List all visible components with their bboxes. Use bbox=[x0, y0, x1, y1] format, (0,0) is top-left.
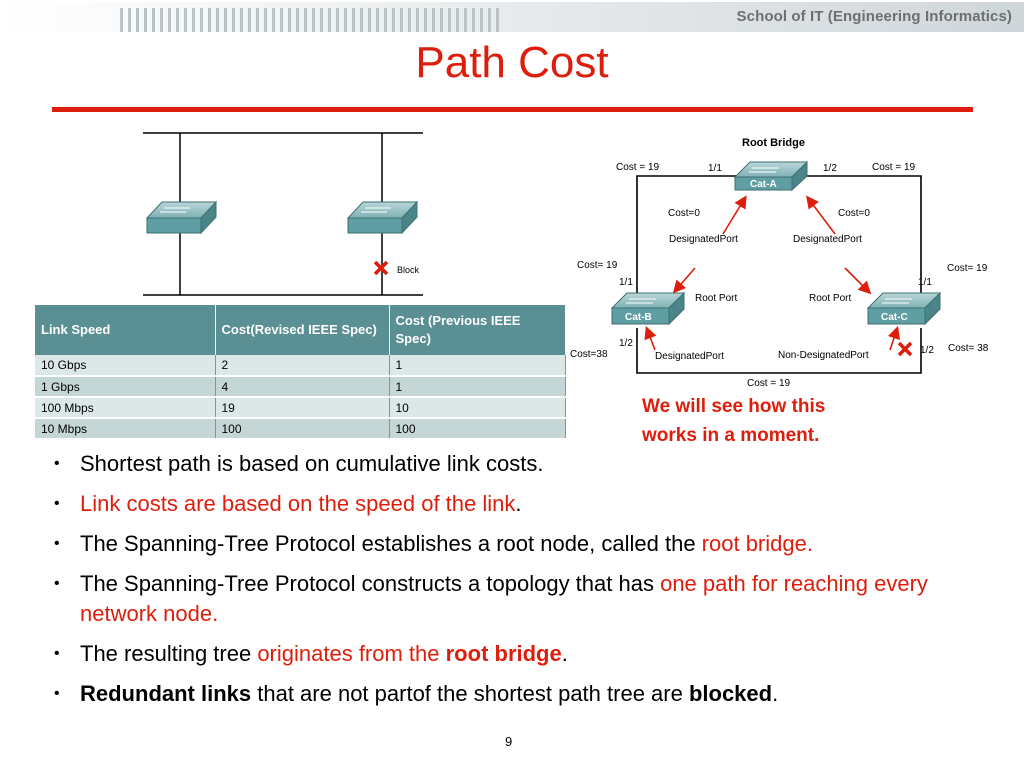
bullet-list: Shortest path is based on cumulative lin… bbox=[54, 449, 1004, 719]
title-underline bbox=[52, 107, 973, 112]
table-row: 10 Gbps 2 1 bbox=[35, 355, 566, 377]
bullet-text: . bbox=[561, 641, 568, 666]
note-line-1: We will see how this bbox=[642, 396, 826, 417]
port-c-top-label: 1/1 bbox=[918, 277, 932, 288]
note-line-2: works in a moment. bbox=[642, 425, 820, 446]
bullet-text: . bbox=[515, 491, 522, 516]
cost38-left-label: Cost=38 bbox=[570, 349, 608, 360]
designated-port-bottom-label: DesignatedPort bbox=[655, 351, 724, 362]
arrow-designated-left bbox=[722, 195, 747, 235]
cell-cost-revised: 2 bbox=[215, 355, 390, 377]
switch-cat-a-label: Cat-A bbox=[750, 179, 777, 190]
cost-b-side-label: Cost= 19 bbox=[577, 260, 618, 271]
bullet-text: The resulting tree bbox=[80, 641, 258, 666]
cost0-right-label: Cost=0 bbox=[838, 208, 870, 219]
switch-cat-c-icon bbox=[866, 291, 942, 326]
column-header-cost-previous: Cost (Previous IEEE Spec) bbox=[389, 305, 566, 355]
blocked-port-x-icon bbox=[373, 260, 389, 276]
bullet-item: The Spanning-Tree Protocol establishes a… bbox=[54, 529, 1004, 559]
bullet-red-text: one path for reaching every network node… bbox=[80, 571, 928, 626]
table-row: 100 Mbps 19 10 bbox=[35, 397, 566, 419]
red-callout-note: We will see how this works in a moment. bbox=[642, 392, 942, 450]
redundant-link-diagram: Block bbox=[143, 132, 423, 296]
cell-cost-previous: 10 bbox=[389, 397, 566, 419]
bullet-text: . bbox=[772, 681, 779, 706]
column-header-cost-revised: Cost(Revised IEEE Spec) bbox=[215, 305, 390, 355]
cost-top-left-label: Cost = 19 bbox=[616, 162, 660, 173]
switch-cat-c-label: Cat-C bbox=[881, 312, 908, 323]
cell-link-speed: 10 Mbps bbox=[35, 418, 216, 440]
arrow-designated-bottom bbox=[644, 326, 657, 351]
cost-c-side-label: Cost= 19 bbox=[947, 263, 988, 274]
cell-cost-revised: 4 bbox=[215, 376, 390, 398]
switch-cat-b-label: Cat-B bbox=[625, 312, 652, 323]
cost-bottom-label: Cost = 19 bbox=[747, 378, 791, 389]
arrow-nondesignated-bottom bbox=[887, 325, 901, 351]
cell-cost-revised: 100 bbox=[215, 418, 390, 440]
header-org-title: School of IT (Engineering Informatics) bbox=[736, 8, 1012, 25]
bullet-item: The Spanning-Tree Protocol constructs a … bbox=[54, 569, 1004, 629]
switch-right-icon bbox=[346, 200, 419, 235]
cell-link-speed: 1 Gbps bbox=[35, 376, 216, 398]
cell-cost-previous: 100 bbox=[389, 418, 566, 440]
bullet-text: The Spanning-Tree Protocol constructs a … bbox=[80, 571, 661, 596]
bullet-text: Shortest path is based on cumulative lin… bbox=[80, 451, 544, 476]
arrow-rootport-b bbox=[672, 267, 696, 294]
arrow-designated-right bbox=[806, 195, 836, 235]
link-cost-table: Link Speed Cost(Revised IEEE Spec) Cost … bbox=[35, 305, 566, 440]
port-a-left-label: 1/1 bbox=[708, 163, 722, 174]
arrow-rootport-c bbox=[844, 267, 872, 295]
bullet-red-text: originates from the bbox=[257, 641, 446, 666]
column-header-link-speed: Link Speed bbox=[35, 305, 216, 355]
table-row: 1 Gbps 4 1 bbox=[35, 376, 566, 398]
bullet-item: Redundant links that are not partof the … bbox=[54, 679, 1004, 709]
bullet-bold-text: blocked bbox=[688, 681, 773, 706]
cell-cost-revised: 19 bbox=[215, 397, 390, 419]
table-row: 10 Mbps 100 100 bbox=[35, 418, 566, 440]
page-title: Path Cost bbox=[415, 38, 609, 87]
switch-left-icon bbox=[145, 200, 218, 235]
cost0-left-label: Cost=0 bbox=[668, 208, 700, 219]
bullet-item: Shortest path is based on cumulative lin… bbox=[54, 449, 1004, 479]
bullet-red-text: root bridge. bbox=[701, 531, 813, 556]
cost38-right-label: Cost= 38 bbox=[948, 343, 989, 354]
bullet-red-text: Link costs are based on the speed of the… bbox=[80, 491, 516, 516]
header-band: School of IT (Engineering Informatics) bbox=[0, 0, 1024, 34]
bullet-red-bold-text: root bridge bbox=[445, 641, 562, 666]
header-stripes bbox=[120, 8, 499, 32]
bullet-bold-text: Redundant links bbox=[80, 681, 252, 706]
cell-cost-previous: 1 bbox=[389, 355, 566, 377]
cell-link-speed: 100 Mbps bbox=[35, 397, 216, 419]
root-bridge-label: Root Bridge bbox=[742, 137, 805, 149]
port-b-bottom-label: 1/2 bbox=[619, 338, 633, 349]
designated-port-right-label: DesignatedPort bbox=[793, 234, 862, 245]
port-b-top-label: 1/1 bbox=[619, 277, 633, 288]
cell-cost-previous: 1 bbox=[389, 376, 566, 398]
non-designated-port-label: Non-DesignatedPort bbox=[778, 350, 869, 361]
bullet-item: Link costs are based on the speed of the… bbox=[54, 489, 1004, 519]
port-c-bottom-label: 1/2 bbox=[920, 345, 934, 356]
blocked-port-x-icon bbox=[897, 341, 913, 357]
bullet-text: of the shortest path tree are bbox=[412, 681, 689, 706]
bullet-item: The resulting tree originates from the r… bbox=[54, 639, 1004, 669]
root-port-b-label: Root Port bbox=[695, 293, 737, 304]
port-a-right-label: 1/2 bbox=[823, 163, 837, 174]
root-port-c-label: Root Port bbox=[809, 293, 851, 304]
bullet-text: The Spanning-Tree Protocol establishes a… bbox=[80, 531, 702, 556]
cell-link-speed: 10 Gbps bbox=[35, 355, 216, 377]
cost-top-right-label: Cost = 19 bbox=[872, 162, 916, 173]
page-number: 9 bbox=[505, 734, 513, 749]
switch-cat-b-icon bbox=[610, 291, 686, 326]
bullet-text: that are not part bbox=[251, 681, 413, 706]
stp-topology-diagram: Root Bridge Cat-A Cat-B Cat-C Cost = 19 … bbox=[570, 137, 989, 389]
designated-port-left-label: DesignatedPort bbox=[669, 234, 738, 245]
table-header-row: Link Speed Cost(Revised IEEE Spec) Cost … bbox=[35, 305, 566, 355]
block-label: Block bbox=[397, 265, 420, 275]
switch-cat-a-icon bbox=[733, 160, 809, 192]
